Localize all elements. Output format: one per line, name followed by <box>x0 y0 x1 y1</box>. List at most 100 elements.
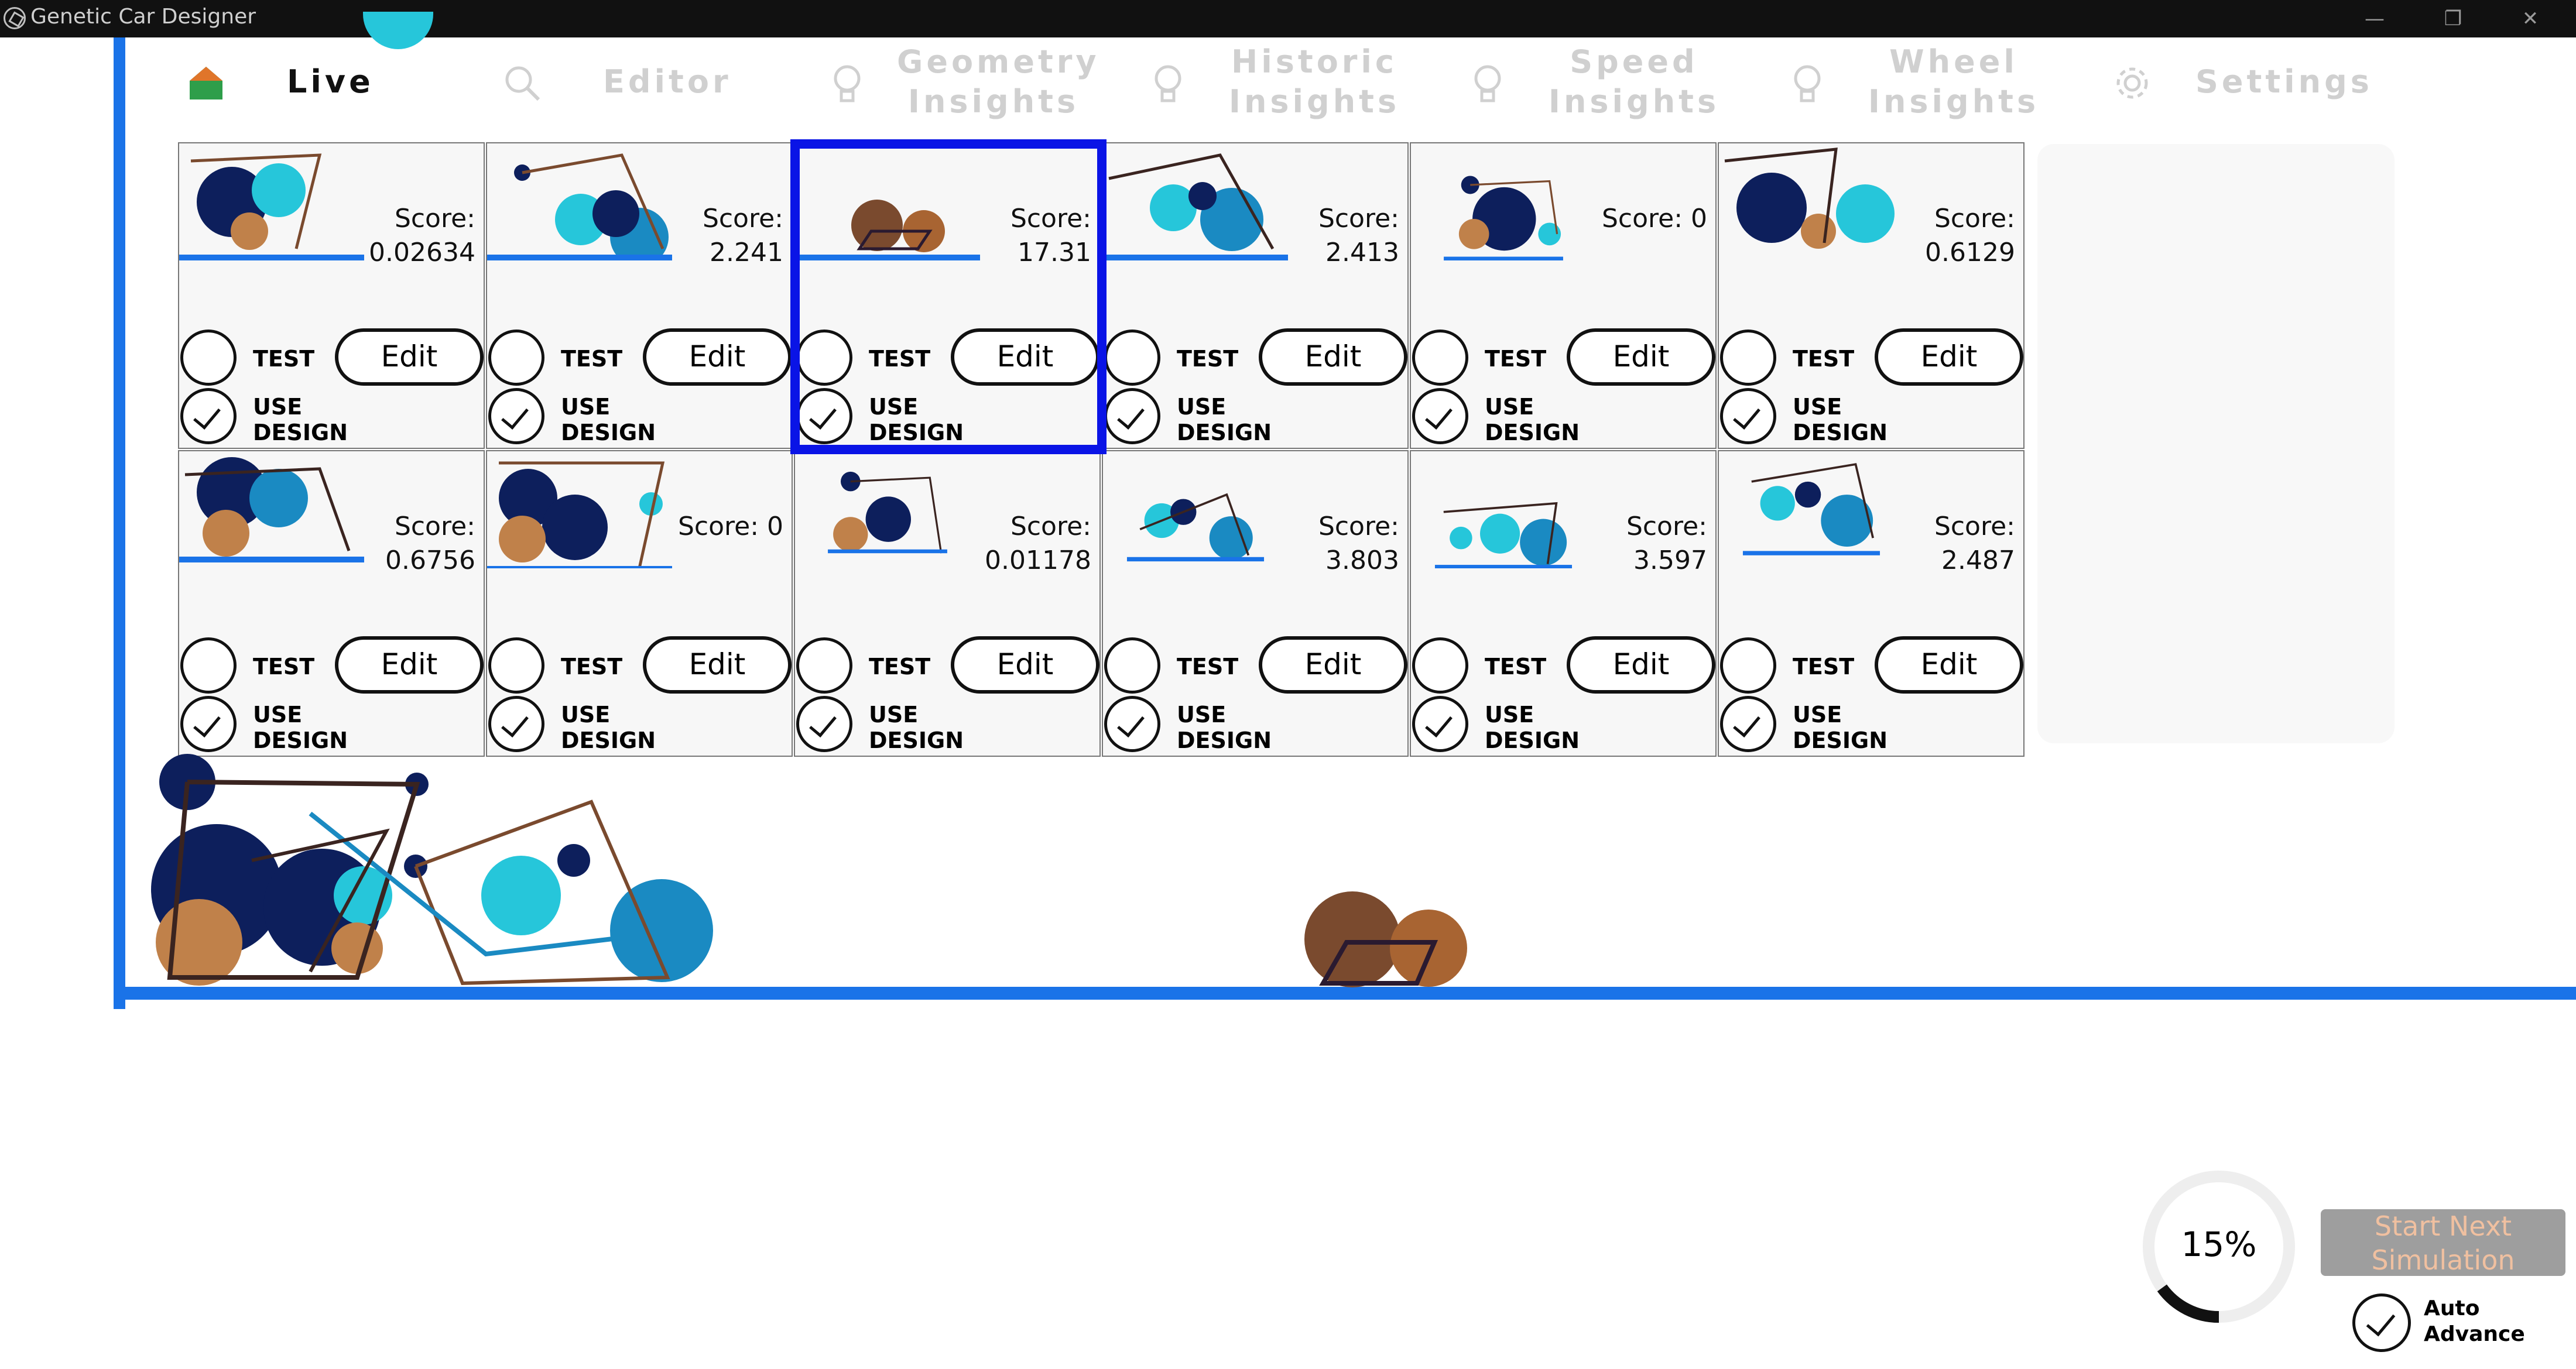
score-label: Score: 2.241 <box>702 204 783 267</box>
start-next-simulation-button[interactable]: Start Next Simulation <box>2321 1209 2565 1276</box>
test-label: TEST <box>1177 654 1239 680</box>
use-design-toggle[interactable] <box>796 388 852 444</box>
score-label: Score: 0.6129 <box>1925 204 2015 267</box>
car-thumbnail <box>1126 493 1265 562</box>
edit-button[interactable]: Edit <box>643 328 792 386</box>
test-toggle[interactable] <box>796 637 852 694</box>
use-design-toggle[interactable] <box>180 388 237 444</box>
tab-label: Live <box>287 63 374 100</box>
use-design-toggle[interactable] <box>488 696 544 752</box>
car-thumbnail <box>1444 176 1563 260</box>
tab-geometry-insights[interactable]: Geometry Insights <box>831 43 1101 120</box>
test-label: TEST <box>561 654 623 680</box>
edit-button[interactable]: Edit <box>951 636 1099 694</box>
use-design-toggle[interactable] <box>180 696 237 752</box>
tab-wheel-insights[interactable]: Wheel Insights <box>1791 43 2061 120</box>
test-label: TEST <box>1793 654 1855 680</box>
window-title: Genetic Car Designer <box>30 5 256 29</box>
home-icon <box>190 67 222 99</box>
use-design-toggle[interactable] <box>1104 388 1160 444</box>
edit-button[interactable]: Edit <box>1567 328 1715 386</box>
tab-label: Historic Insights <box>1228 43 1400 120</box>
leading-simulation-car <box>1304 891 1467 987</box>
tab-label: Settings <box>2195 63 2373 100</box>
tab-historic-insights[interactable]: Historic Insights <box>1152 43 1421 120</box>
test-label: TEST <box>869 654 931 680</box>
edit-button[interactable]: Edit <box>1875 636 2023 694</box>
test-toggle[interactable] <box>1720 330 1776 386</box>
car-thumbnail <box>1724 147 1895 249</box>
use-design-toggle[interactable] <box>1720 696 1776 752</box>
tab-settings[interactable]: Settings <box>2113 53 2383 117</box>
lightbulb-icon <box>834 65 861 102</box>
progress-percent: 15% <box>2181 1224 2257 1264</box>
car-thumbnail <box>1434 502 1573 568</box>
restore-button[interactable]: ❐ <box>2444 7 2462 30</box>
use-design-toggle[interactable] <box>1720 388 1776 444</box>
simulation-ground <box>114 987 2576 1000</box>
test-label: TEST <box>1793 346 1855 372</box>
edit-button[interactable]: Edit <box>335 636 484 694</box>
minimize-button[interactable]: — <box>2365 7 2385 30</box>
use-design-toggle[interactable] <box>1412 696 1468 752</box>
edit-button[interactable]: Edit <box>951 328 1099 386</box>
test-label: TEST <box>561 346 623 372</box>
use-design-toggle[interactable] <box>796 696 852 752</box>
test-toggle[interactable] <box>488 330 544 386</box>
simulation-wall <box>114 37 125 1009</box>
test-toggle[interactable] <box>1412 637 1468 694</box>
car-thumbnail <box>795 200 980 260</box>
lightbulb-icon <box>1474 65 1501 102</box>
lightbulb-icon <box>1155 65 1181 102</box>
auto-advance-label: Auto Advance <box>2424 1296 2525 1346</box>
edit-button[interactable]: Edit <box>335 328 484 386</box>
auto-advance-toggle[interactable] <box>2352 1293 2411 1352</box>
test-toggle[interactable] <box>180 637 237 694</box>
score-label: Score: 2.413 <box>1318 204 1399 267</box>
test-toggle[interactable] <box>1104 330 1160 386</box>
edit-button[interactable]: Edit <box>1567 636 1715 694</box>
use-design-toggle[interactable] <box>1104 696 1160 752</box>
tab-speed-insights[interactable]: Speed Insights <box>1472 43 1741 120</box>
test-label: TEST <box>1485 346 1547 372</box>
test-toggle[interactable] <box>1720 637 1776 694</box>
edit-button[interactable]: Edit <box>643 636 792 694</box>
gear-icon <box>2116 67 2148 99</box>
close-button[interactable]: ✕ <box>2522 7 2539 30</box>
tab-editor[interactable]: Editor <box>503 53 749 117</box>
use-design-label: USE DESIGN <box>1485 702 1580 753</box>
test-toggle[interactable] <box>1412 330 1468 386</box>
use-design-label: USE DESIGN <box>253 702 348 753</box>
tab-label: Geometry Insights <box>897 43 1100 120</box>
tab-live[interactable]: Live <box>187 53 410 117</box>
progress-ring <box>2143 1171 2295 1323</box>
test-label: TEST <box>869 346 931 372</box>
test-toggle[interactable] <box>488 637 544 694</box>
edit-button[interactable]: Edit <box>1875 328 2023 386</box>
use-design-toggle[interactable] <box>488 388 544 444</box>
test-toggle[interactable] <box>796 330 852 386</box>
car-thumbnail <box>1742 463 1880 555</box>
use-design-label: USE DESIGN <box>561 394 656 445</box>
edit-button[interactable]: Edit <box>1259 328 1407 386</box>
use-design-label: USE DESIGN <box>1177 702 1272 753</box>
score-label: Score: 2.487 <box>1934 512 2015 575</box>
use-design-toggle[interactable] <box>1412 388 1468 444</box>
car-thumbnail <box>1103 153 1288 260</box>
test-toggle[interactable] <box>180 330 237 386</box>
car-thumbnail <box>179 457 364 562</box>
edit-button[interactable]: Edit <box>1259 636 1407 694</box>
test-toggle[interactable] <box>1104 637 1160 694</box>
score-label: Score: 0.6756 <box>385 512 475 575</box>
